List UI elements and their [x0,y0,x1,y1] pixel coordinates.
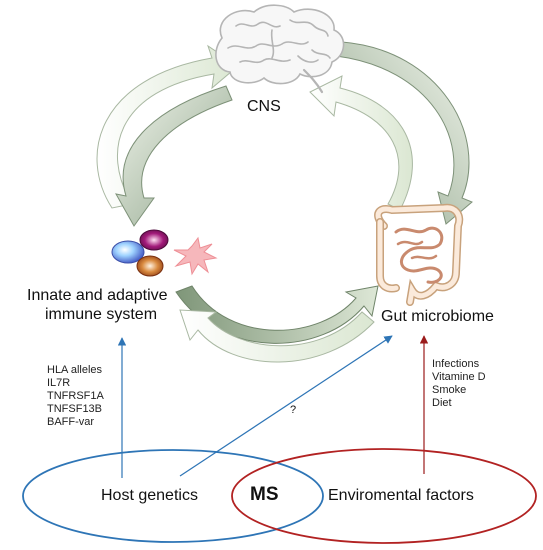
curved-arrow-cns-to-immune [115,85,233,227]
host-genetics-label: Host genetics [101,487,198,504]
immune-system-label-line2: immune system [45,306,158,323]
immune-system-label-line1: Innate and adaptive [27,287,168,304]
brain-icon [215,4,345,94]
curved-arrow-gut-to-immune [179,309,375,363]
gut-microbiome-label: Gut microbiome [381,308,494,325]
host-genes-list: HLA alleles IL7R TNFRSF1A TNFSF13B BAFF-… [47,364,104,429]
gene-item: TNFRSF1A [47,390,104,402]
gene-item: TNFSF13B [47,403,103,415]
gene-item: HLA alleles [47,364,103,376]
ms-label: MS [250,484,279,505]
factor-item: Vitamine D [432,371,486,383]
curved-arrow-cns-to-gut [335,41,473,225]
factor-item: Infections [432,358,480,370]
environmental-factors-list: Infections Vitamine D Smoke Diet [432,358,486,410]
environmental-factors-ellipse [231,448,537,544]
curved-arrow-gut-to-cns [309,75,413,211]
environmental-factors-label: Enviromental factors [328,487,474,504]
immune-cells-icon [111,229,218,277]
cns-label: CNS [247,98,281,115]
arrow-host-to-gut [179,335,393,477]
factor-item: Smoke [432,384,467,396]
host-genetics-ellipse [22,449,324,543]
gene-item: IL7R [47,377,71,389]
question-mark-label: ? [290,404,297,416]
gene-item: BAFF-var [47,416,95,428]
gut-icon [374,203,464,306]
factor-item: Diet [432,397,452,409]
